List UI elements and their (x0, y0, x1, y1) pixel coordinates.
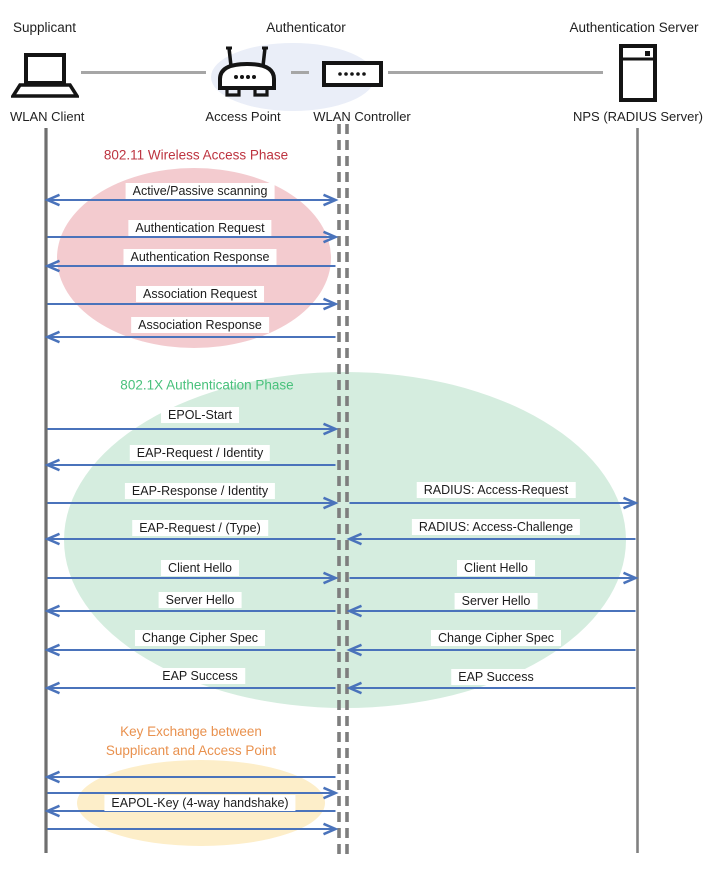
arrowhead (346, 681, 362, 695)
device-label-wlan-controller: WLAN Controller (313, 109, 411, 124)
key-phase-ellipse (77, 760, 325, 846)
arrowhead (44, 770, 60, 784)
arrowhead (323, 422, 339, 436)
arrowhead (346, 532, 362, 546)
arrowhead (44, 259, 60, 273)
phase-title-wireless-access: 802.11 Wireless Access Phase (103, 147, 289, 163)
arrowhead (323, 571, 339, 585)
arrowhead (44, 604, 60, 618)
arrowhead (323, 193, 339, 207)
arrowhead (44, 804, 60, 818)
phase-title-key-exchange: Key Exchange between Supplicant and Acce… (106, 722, 276, 760)
arrowhead (323, 230, 339, 244)
arrowhead (323, 822, 339, 836)
arrowhead (623, 496, 639, 510)
arrowhead (44, 681, 60, 695)
arrowhead (323, 786, 339, 800)
arrowhead (323, 297, 339, 311)
role-authentication-server: Authentication Server (569, 20, 699, 35)
role-supplicant: Supplicant (13, 20, 77, 35)
wlan-controller-icon (322, 61, 383, 87)
wireless-phase-ellipse (57, 168, 331, 348)
arrowhead (346, 604, 362, 618)
phase-title-8021x-auth: 802.1X Authentication Phase (120, 377, 294, 393)
device-label-access-point: Access Point (205, 109, 281, 124)
server-icon (619, 44, 657, 102)
arrowhead (44, 643, 60, 657)
arrowhead (44, 330, 60, 344)
authenticator-highlight-ellipse (211, 43, 375, 111)
phase-title-key-line2: Supplicant and Access Point (105, 743, 277, 758)
arrowhead (346, 643, 362, 657)
arrowhead (44, 458, 60, 472)
device-label-nps: NPS (RADIUS Server) (572, 109, 704, 124)
laptop-icon (11, 53, 79, 98)
phase-title-key-line1: Key Exchange between (120, 724, 262, 739)
device-label-wlan-client: WLAN Client (10, 109, 85, 124)
access-point-icon (218, 46, 276, 97)
arrowhead (44, 193, 60, 207)
role-authenticator: Authenticator (266, 20, 346, 35)
arrowhead (323, 496, 339, 510)
arrowhead (44, 532, 60, 546)
arrowhead (623, 571, 639, 585)
